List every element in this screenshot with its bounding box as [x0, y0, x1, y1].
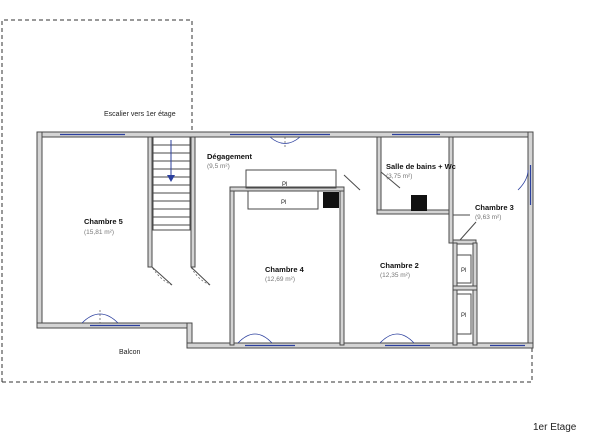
svg-text:Salle de bains + Wc: Salle de bains + Wc	[386, 162, 456, 171]
svg-text:Dégagement: Dégagement	[207, 152, 253, 161]
closet-label: Pl	[461, 268, 466, 274]
svg-text:(9,63 m²): (9,63 m²)	[475, 214, 501, 221]
staircase	[152, 136, 191, 231]
chimney-block	[411, 195, 427, 211]
room-chambre-2: Chambre 2 (12,35 m²)	[380, 261, 419, 279]
room-chambre-3: Chambre 3 (9,63 m²)	[475, 203, 514, 221]
floor-label: 1er Etage	[533, 422, 577, 433]
closet-label: Pl	[281, 200, 286, 206]
svg-text:(12,69 m²): (12,69 m²)	[265, 276, 295, 283]
svg-text:Chambre 4: Chambre 4	[265, 265, 305, 274]
closet-label: Pl	[282, 182, 287, 188]
svg-text:Chambre 2: Chambre 2	[380, 261, 419, 270]
room-chambre-5: Chambre 5 (15,81 m²)	[84, 217, 123, 236]
svg-text:(15,81 m²): (15,81 m²)	[84, 229, 114, 236]
room-salle-de-bains: Salle de bains + Wc (3,75 m²)	[386, 162, 456, 180]
svg-text:(3,75 m²): (3,75 m²)	[386, 173, 412, 180]
room-chambre-4: Chambre 4 (12,69 m²)	[265, 265, 305, 283]
stair-label: Escalier vers 1er étage	[104, 111, 176, 118]
room-degagement: Dégagement (9,5 m²)	[207, 152, 253, 170]
balcony-label: Balcon	[119, 349, 141, 356]
dashed-outline	[1, 19, 533, 383]
chimney-block	[323, 192, 339, 208]
svg-text:(9,5 m²): (9,5 m²)	[207, 163, 230, 170]
doors	[81, 136, 529, 344]
closets	[245, 169, 472, 335]
stair-arrow-icon	[167, 175, 175, 182]
windows	[60, 133, 532, 347]
svg-text:Chambre 3: Chambre 3	[475, 203, 514, 212]
svg-text:(12,35 m²): (12,35 m²)	[380, 272, 410, 279]
svg-text:Chambre 5: Chambre 5	[84, 217, 123, 226]
interior-walls	[147, 136, 478, 346]
closet-label: Pl	[461, 313, 466, 319]
